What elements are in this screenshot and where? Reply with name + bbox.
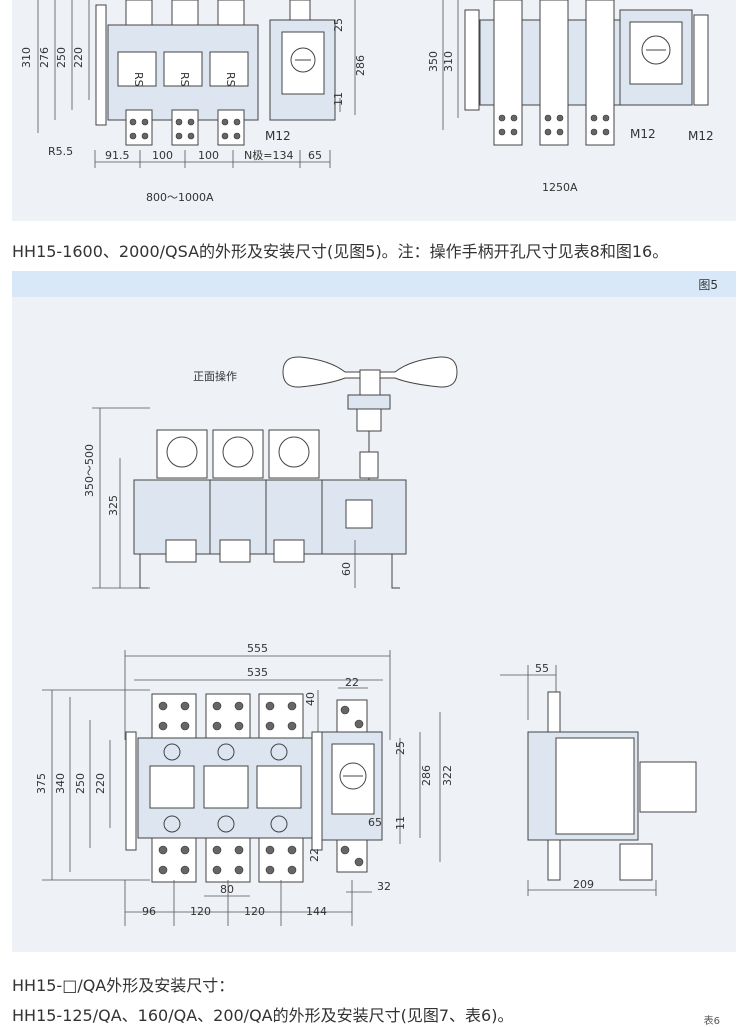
- plan-dim-32: 32: [377, 880, 391, 893]
- plan-dim-555: 555: [247, 642, 268, 655]
- plan-dim-22-bottom: 22: [308, 848, 321, 862]
- top-right-drawing: 350 310 M12 M12 1250A: [427, 0, 714, 194]
- plan-dim-144: 144: [306, 905, 327, 918]
- bolt-label: M12: [265, 129, 291, 143]
- plan-dim-120-a: 120: [190, 905, 211, 918]
- handle-label: 正面操作: [193, 369, 237, 383]
- bolt-label-a: M12: [630, 127, 656, 141]
- dim-310: 310: [20, 47, 33, 68]
- dim-91-5: 91.5: [105, 149, 130, 162]
- plan-dim-25: 25: [394, 741, 407, 755]
- plan-view-drawing: 555 535 375 340 250 220: [35, 642, 454, 926]
- front-dim-total: 350～500: [83, 444, 96, 497]
- plan-dim-250: 250: [74, 773, 87, 794]
- plan-dim-220: 220: [94, 773, 107, 794]
- range-1250a: 1250A: [542, 181, 578, 194]
- bolt-label-b: M12: [688, 129, 714, 143]
- dim-100-b: 100: [198, 149, 219, 162]
- caption-qsa: HH15-1600、2000/QSA的外形及安装尺寸(见图5)。注：操作手柄开孔…: [12, 242, 669, 261]
- pole-label-1: RS: [132, 72, 145, 87]
- figure-label: 图5: [698, 278, 718, 292]
- pole-label-3: RS: [224, 72, 237, 87]
- caption-qa-title: HH15-□/QA外形及安装尺寸：: [12, 976, 235, 995]
- plan-dim-120-b: 120: [244, 905, 265, 918]
- dim-276: 276: [38, 47, 51, 68]
- dim-65: 65: [308, 149, 322, 162]
- front-dim-body: 325: [107, 495, 120, 516]
- plan-dim-65: 65: [368, 816, 382, 829]
- plan-dim-96: 96: [142, 905, 156, 918]
- plan-dim-40: 40: [304, 692, 317, 706]
- plan-dim-11: 11: [394, 816, 407, 830]
- plan-dim-286: 286: [420, 765, 433, 786]
- plan-dim-322: 322: [441, 765, 454, 786]
- dim-350: 350: [427, 51, 440, 72]
- plan-dim-340: 340: [54, 773, 67, 794]
- plan-dim-80: 80: [220, 883, 234, 896]
- dim-n-pole: N极=134: [244, 148, 293, 162]
- side-dim-209: 209: [573, 878, 594, 891]
- dim-286: 286: [354, 55, 367, 76]
- plan-dim-375: 375: [35, 773, 48, 794]
- pole-label-2: RS: [178, 72, 191, 87]
- range-800-1000a: 800～1000A: [146, 191, 214, 204]
- dim-220: 220: [72, 47, 85, 68]
- front-view-drawing: 正面操作 350～500 325 60: [83, 356, 458, 589]
- caption-qa-sub: HH15-125/QA、160/QA、200/QA的外形及安装尺寸(见图7、表6…: [12, 1006, 514, 1025]
- front-dim-foot: 60: [340, 562, 353, 576]
- dim-310-r: 310: [442, 51, 455, 72]
- side-dim-55: 55: [535, 662, 549, 675]
- plan-dim-535: 535: [247, 666, 268, 679]
- radius-label: R5.5: [48, 145, 73, 158]
- dim-250: 250: [55, 47, 68, 68]
- dim-11: 11: [332, 92, 345, 106]
- top-left-drawing: 310 276 250 220 RS RS RS 25: [20, 0, 367, 204]
- dim-100-a: 100: [152, 149, 173, 162]
- side-view-drawing: 55 209: [500, 662, 697, 896]
- plan-dim-22-top: 22: [345, 676, 359, 689]
- dim-25: 25: [332, 18, 345, 32]
- figure-header-band: 图5: [12, 271, 736, 297]
